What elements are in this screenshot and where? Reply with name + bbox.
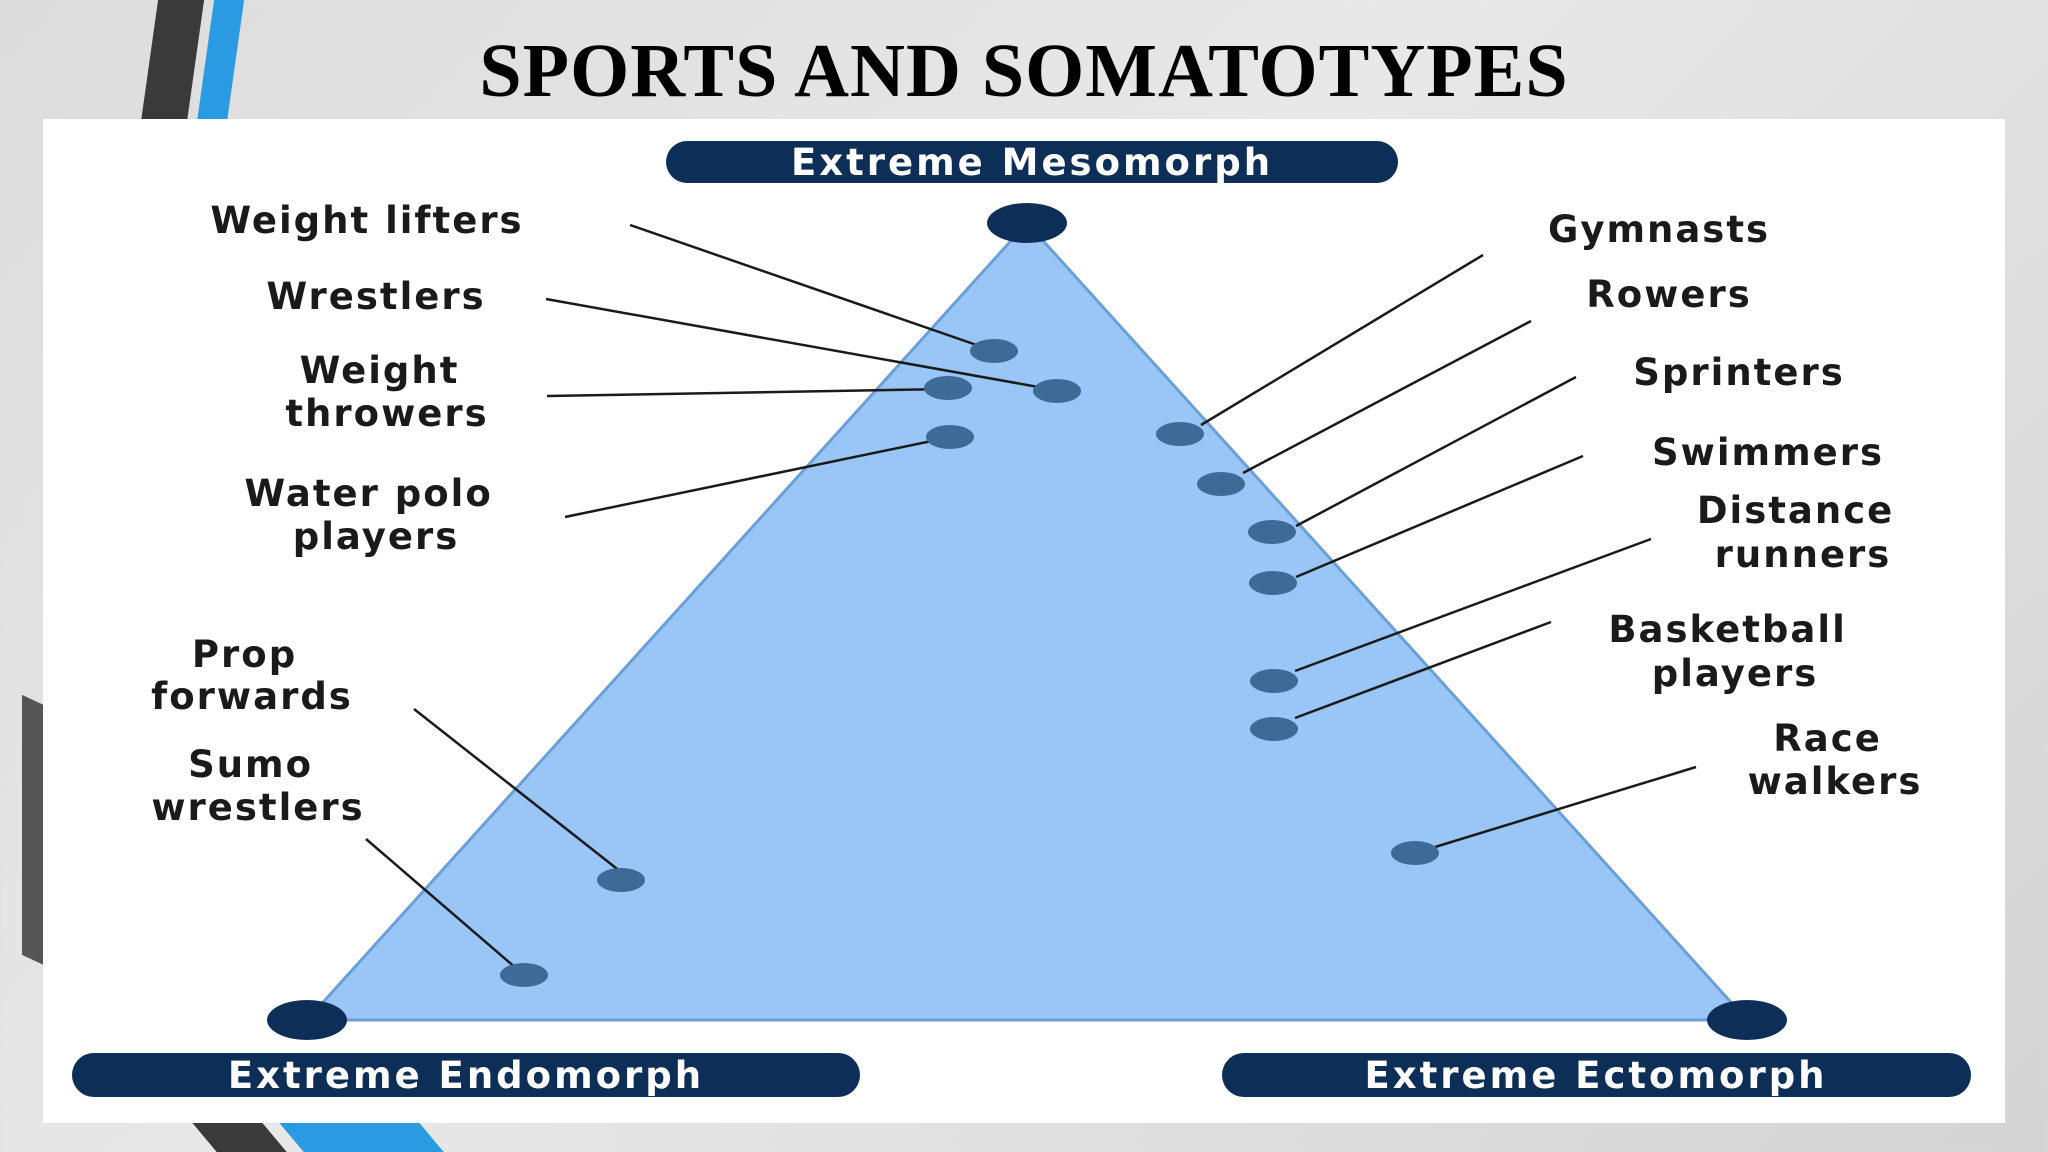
slide-title: SPORTS AND SOMATOTYPES [479, 29, 1569, 113]
dot-race-walkers [1391, 841, 1439, 865]
leader-line-gymnasts [1200, 253, 1484, 427]
dot-rowers [1197, 472, 1245, 496]
leader-lines [365, 223, 1697, 976]
leader-line-weight-throwers [546, 387, 948, 398]
dot-swimmers [1249, 571, 1297, 595]
label-basketball: Basketball players [1608, 608, 1861, 695]
leader-line-sprinters [1295, 375, 1577, 528]
leader-line-sumo-wrestlers [365, 838, 525, 976]
dot-wrestlers [1033, 379, 1081, 403]
pill-mesomorph: Extreme Mesomorph [666, 141, 1398, 184]
label-race-walkers: Race walkers [1748, 717, 1923, 803]
vertex-dot-ectomorph [1707, 1000, 1787, 1040]
leader-line-race-walkers [1434, 765, 1697, 849]
pill-ectomorph-label: Extreme Ectomorph [1364, 1054, 1827, 1097]
leader-line-water-polo [564, 435, 952, 519]
dot-water-polo [926, 425, 974, 449]
label-distance-runners: Distance runners [1697, 489, 1909, 576]
sport-dots [500, 339, 1439, 987]
leader-line-prop-forwards [413, 708, 622, 873]
pill-mesomorph-label: Extreme Mesomorph [791, 141, 1273, 184]
decorative-stripe-left-edge [22, 694, 44, 966]
leader-line-weight-lifters [629, 223, 995, 353]
somatotype-triangle-diagram: Weight lifters Wrestlers Weight throwers… [72, 141, 1971, 1097]
label-wrestlers: Wrestlers [266, 275, 485, 318]
label-weight-throwers: Weight throwers [285, 349, 488, 435]
label-sumo-wrestlers: Sumo wrestlers [151, 743, 364, 829]
dot-sprinters [1248, 520, 1296, 544]
pill-endomorph-label: Extreme Endomorph [228, 1054, 704, 1097]
label-sprinters: Sprinters [1633, 351, 1844, 394]
leader-line-swimmers [1295, 454, 1584, 579]
label-weight-lifters: Weight lifters [210, 199, 523, 242]
decorative-stripe-bottom-blue [275, 1118, 449, 1152]
decorative-stripe-bottom-dark [188, 1118, 292, 1152]
dot-gymnasts [1156, 422, 1204, 446]
leader-line-distance-runners [1294, 537, 1652, 673]
pill-ectomorph: Extreme Ectomorph [1222, 1053, 1971, 1097]
dot-weight-throwers [924, 376, 972, 400]
vertex-dot-mesomorph [987, 203, 1067, 243]
label-prop-forwards: Prop forwards [151, 633, 353, 718]
pill-endomorph: Extreme Endomorph [72, 1053, 860, 1097]
leader-line-rowers [1242, 319, 1532, 475]
label-water-polo: Water polo players [244, 472, 507, 558]
somatotype-triangle [303, 220, 1751, 1022]
label-rowers: Rowers [1586, 273, 1751, 316]
dot-weight-lifters [970, 339, 1018, 363]
dot-basketball [1250, 717, 1298, 741]
dot-prop-forwards [597, 868, 645, 892]
vertex-dot-endomorph [267, 1000, 347, 1040]
leader-line-basketball [1294, 620, 1552, 720]
dot-distance-runners [1250, 669, 1298, 693]
label-gymnasts: Gymnasts [1548, 208, 1770, 251]
dot-sumo-wrestlers [500, 963, 548, 987]
diagram-panel: Weight lifters Wrestlers Weight throwers… [43, 119, 2005, 1123]
label-swimmers: Swimmers [1652, 431, 1884, 474]
leader-line-wrestlers [545, 297, 1056, 392]
